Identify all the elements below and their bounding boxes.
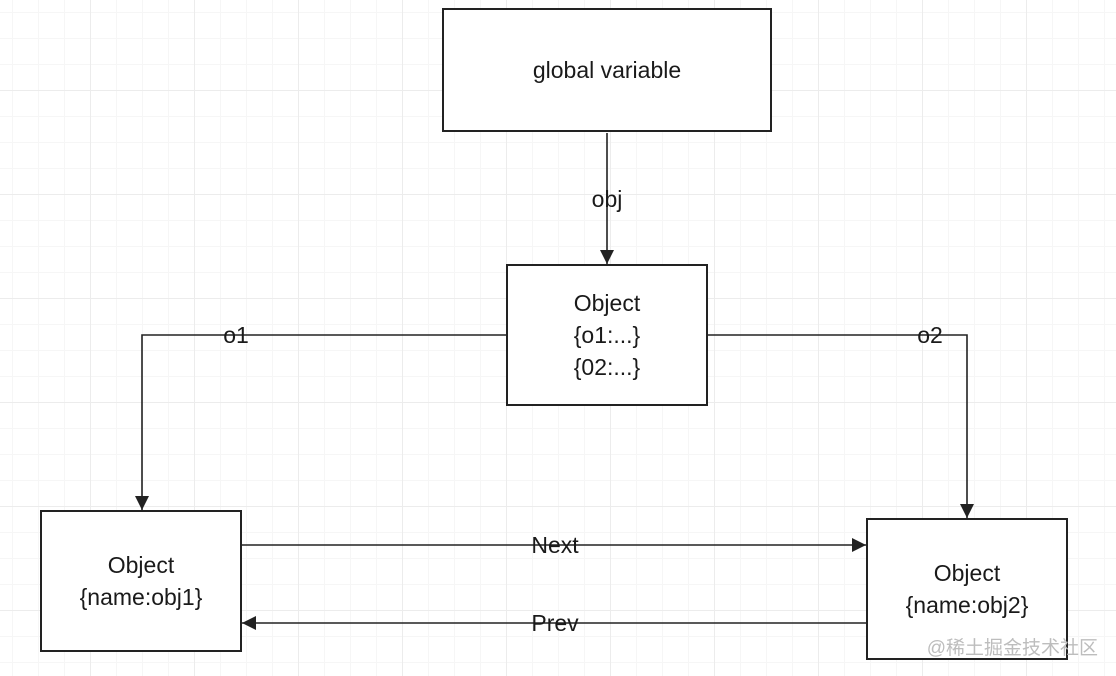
node-global-variable: global variable	[442, 8, 772, 132]
edge-label-prev: Prev	[531, 610, 579, 636]
node-object-obj2-title: Object	[933, 560, 1001, 586]
node-object-obj2: Object {name:obj2}	[866, 518, 1068, 660]
node-object-obj2-name: {name:obj2}	[905, 592, 1029, 618]
watermark: @稀土掘金技术社区	[926, 638, 1098, 659]
edge-label-o2: o2	[917, 322, 943, 348]
edge-o1	[135, 334, 506, 510]
node-object-obj1: Object {name:obj1}	[40, 510, 242, 652]
node-root-object: Object {o1:...} {02:...}	[506, 264, 708, 406]
edge-o2	[708, 334, 974, 518]
node-object-obj1-name: {name:obj1}	[79, 584, 203, 610]
node-global-variable-text: global variable	[532, 57, 682, 83]
edge-label-next: Next	[531, 532, 579, 558]
node-root-object-title: Object	[573, 290, 641, 316]
edge-label-o1: o1	[223, 322, 249, 348]
node-root-object-o2: {02:...}	[573, 354, 641, 380]
node-object-obj1-title: Object	[107, 552, 175, 578]
node-root-object-o1: {o1:...}	[573, 322, 641, 348]
edge-label-obj: obj	[591, 186, 623, 212]
